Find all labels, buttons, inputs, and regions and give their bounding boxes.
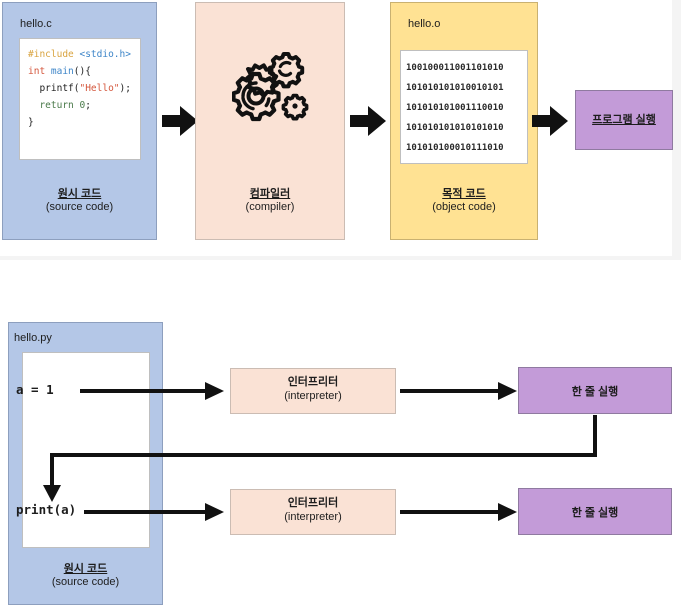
interpreter-label-2: 인터프리터 (interpreter) — [284, 497, 342, 523]
compiler-label: 컴파일러 (compiler) — [245, 187, 295, 214]
code-token: main — [50, 66, 74, 77]
code-token: } — [28, 117, 34, 128]
code-block-c: #include <stdio.h>int main(){ printf("He… — [19, 38, 141, 160]
line-run-box-2: 한 줄 실행 — [518, 488, 672, 535]
code-token: ); — [119, 83, 131, 94]
arrow-interpreter1-to-run1-head — [498, 382, 517, 400]
binary-code-block: 100100011001101010 101010101010010101 1010… — [400, 50, 528, 164]
binary-line-4: 101010100010111010 — [406, 143, 504, 153]
code-line-4: } — [28, 114, 140, 131]
interpreter-label-1: 인터프리터 (interpreter) — [284, 376, 342, 402]
program-run-label: 프로그램 실행 — [592, 114, 656, 126]
code-line-0: #include <stdio.h> — [28, 46, 140, 63]
code-token: int — [28, 66, 51, 77]
arrow-line1-to-interpreter-head — [205, 382, 224, 400]
code-token — [28, 100, 39, 111]
code-line-2: printf("Hello"); — [28, 80, 140, 97]
program-run-box: 프로그램 실행 — [575, 90, 673, 150]
code-token: printf( — [28, 83, 80, 94]
interpreter-box-1: 인터프리터 (interpreter) — [230, 368, 396, 414]
binary-line-1: 101010101010010101 — [406, 83, 504, 93]
source-code-label-c: 원시 코드 (source code) — [45, 187, 114, 214]
gear-medium — [267, 52, 305, 89]
interpreter-box-2: 인터프리터 (interpreter) — [230, 489, 396, 535]
binary-line-0: 100100011001101010 — [406, 63, 504, 73]
binary-line-2: 101010101001110010 — [406, 103, 504, 113]
filename-hello-py: hello.py — [14, 332, 52, 344]
code-line-assign: a = 1 — [16, 382, 54, 397]
arrow-compiler-to-object-icon — [350, 106, 386, 136]
arrow-source-to-compiler-icon — [162, 106, 198, 136]
arrow-line2-to-interpreter2-head — [205, 503, 224, 521]
filename-hello-o: hello.o — [408, 18, 441, 30]
code-token: return — [39, 100, 80, 111]
line-run-label-2: 한 줄 실행 — [571, 507, 619, 519]
gear-small — [281, 93, 309, 121]
code-token: <stdio.h> — [79, 49, 131, 60]
arrow-object-to-run-icon — [532, 106, 568, 136]
code-line-3: return 0; — [28, 97, 140, 114]
compiler-panel: 컴파일러 (compiler) — [195, 2, 345, 240]
binary-line-3: 101010101010101010 — [406, 123, 504, 133]
source-code-label-py: 원시 코드 (source code) — [51, 562, 120, 589]
code-token: ; — [85, 100, 91, 111]
code-token: #include — [28, 49, 80, 60]
code-line-print: print(a) — [16, 502, 77, 517]
arrow-interpreter2-to-run2-head — [498, 503, 517, 521]
panel-divider — [0, 256, 681, 260]
object-code-label: 목적 코드 (object code) — [432, 187, 496, 214]
code-token: 0 — [79, 100, 86, 111]
code-line-1: int main(){ — [28, 63, 140, 80]
gear-large — [232, 71, 281, 122]
line-run-label-1: 한 줄 실행 — [571, 386, 619, 398]
filename-hello-c: hello.c — [20, 18, 52, 30]
code-token: "Hello" — [79, 83, 120, 94]
line-run-box-1: 한 줄 실행 — [518, 367, 672, 414]
code-token: (){ — [73, 66, 91, 77]
gears-icon — [232, 52, 309, 122]
compiler-flow-panel: 원시 코드 (source code) hello.c #include <st… — [0, 0, 681, 256]
